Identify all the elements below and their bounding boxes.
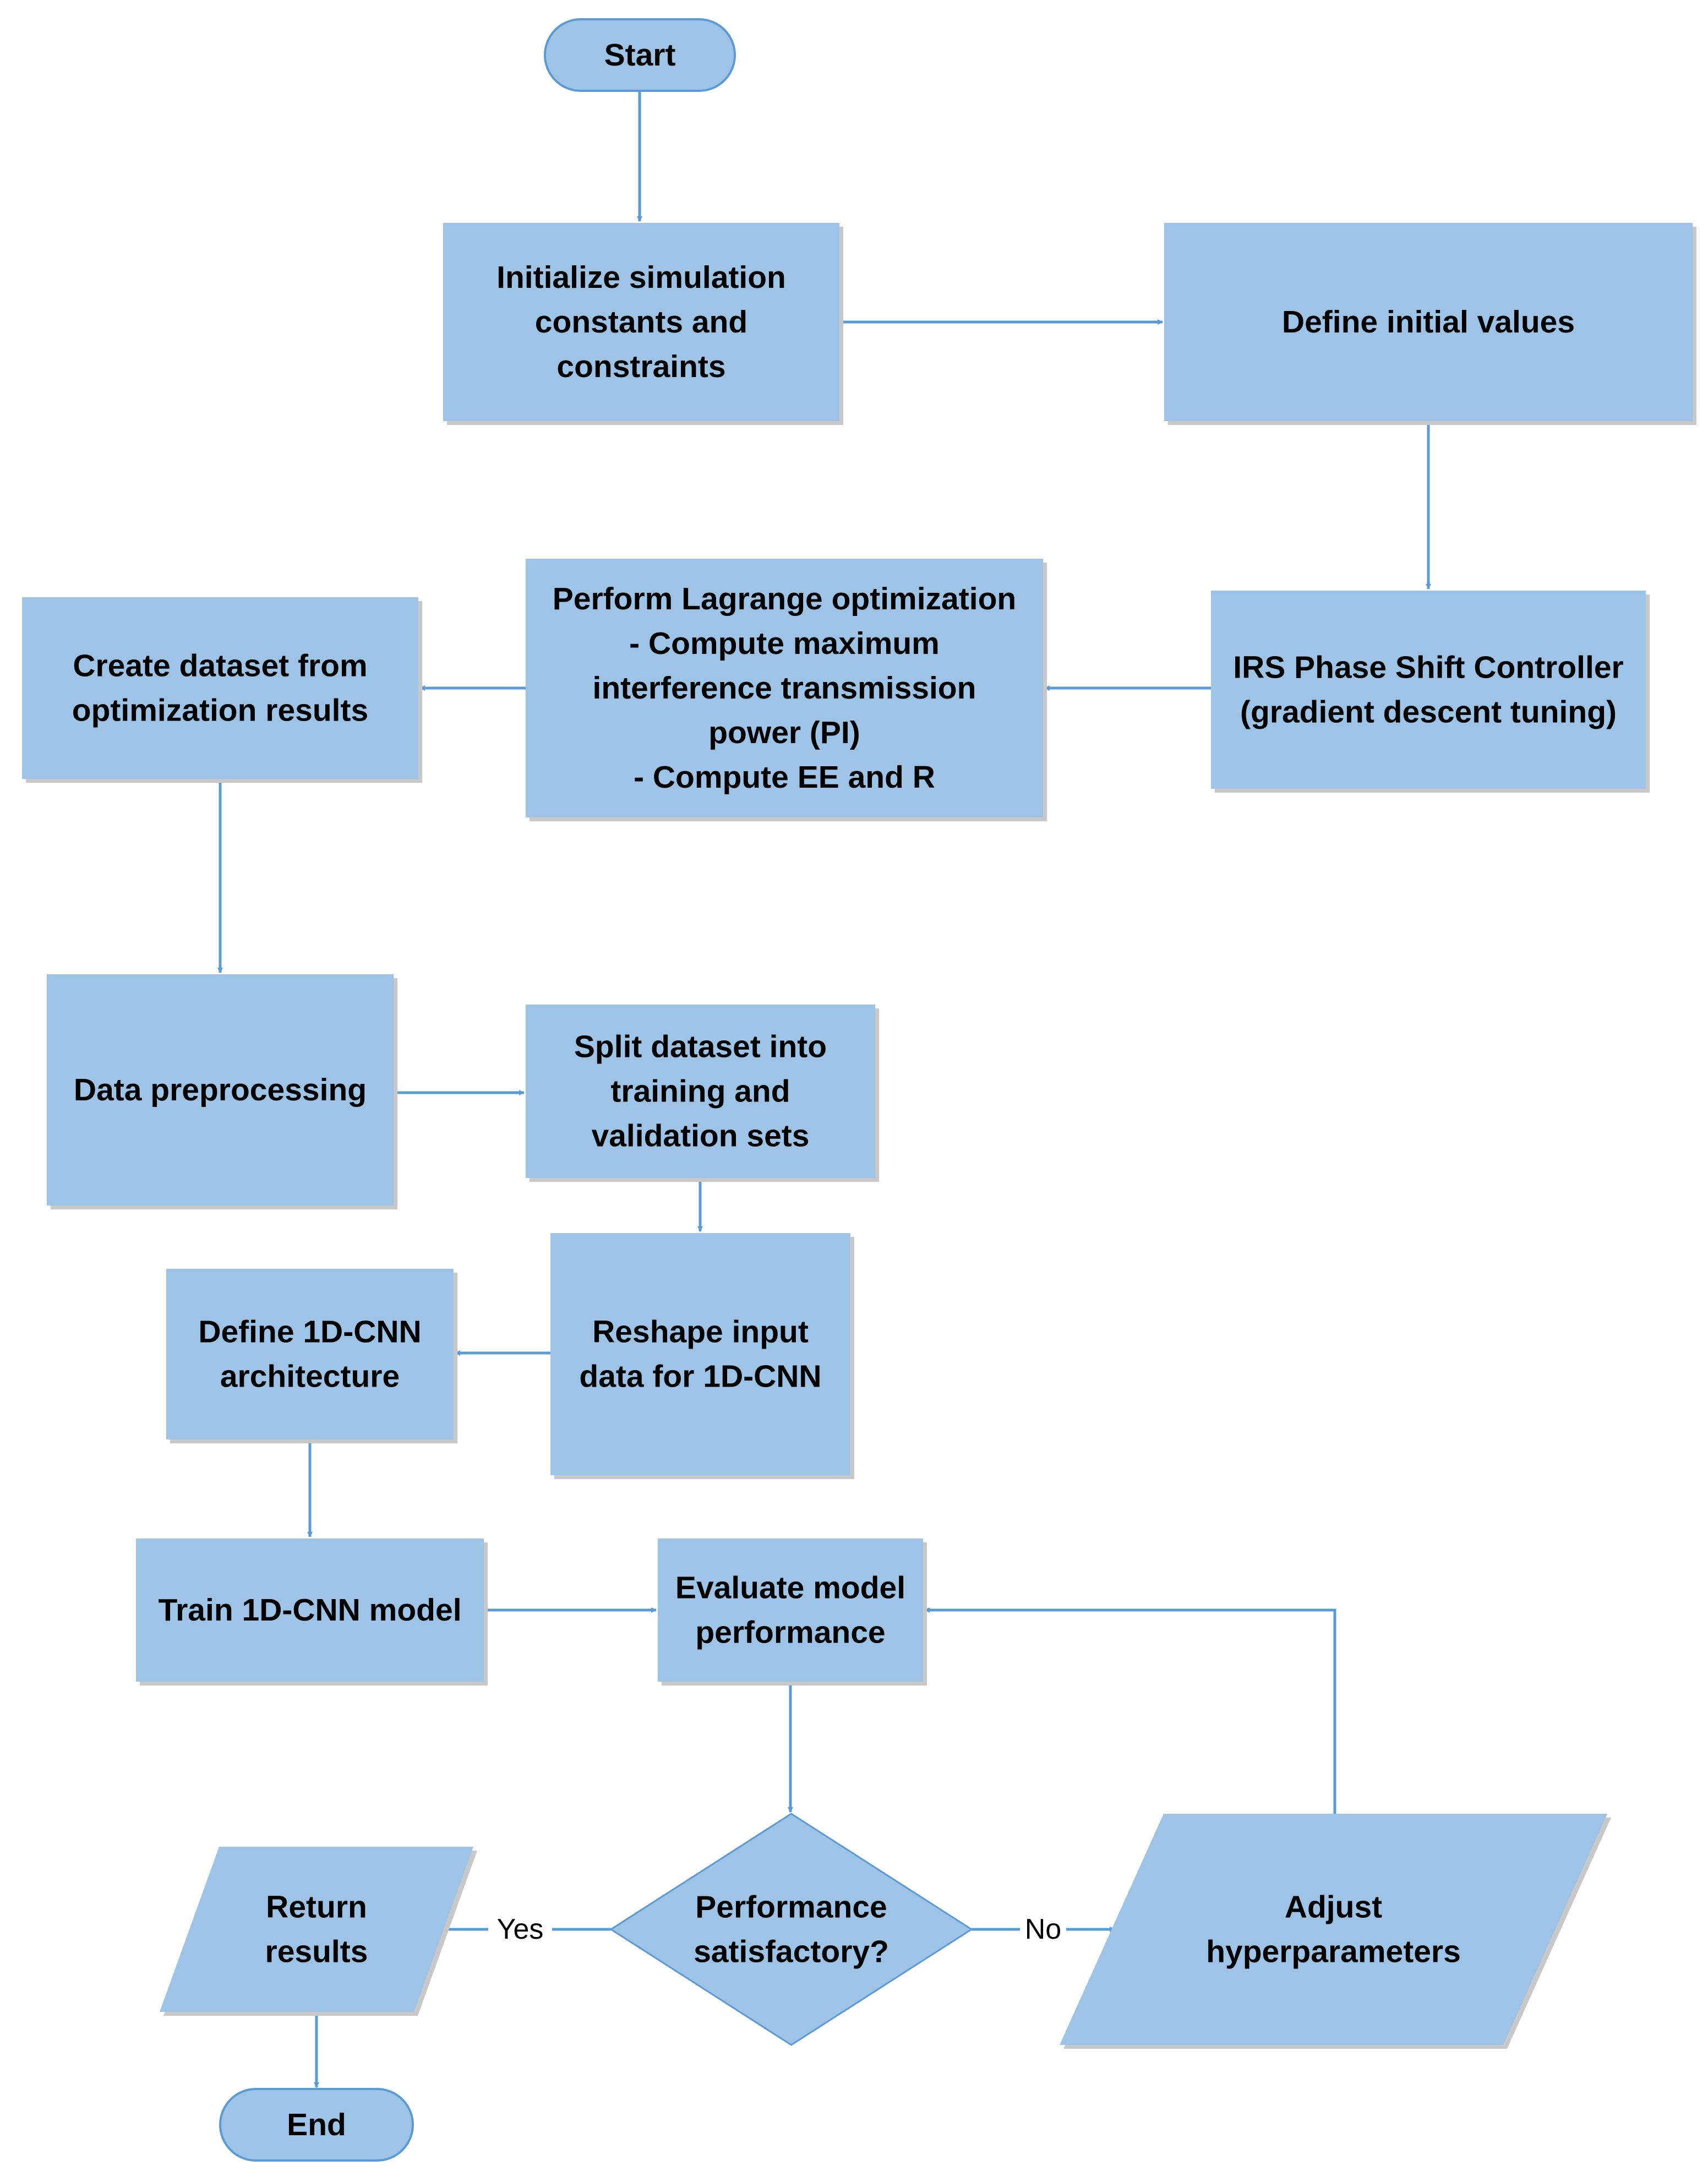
node-shape bbox=[1211, 591, 1646, 789]
node-label: optimization results bbox=[72, 693, 368, 728]
node-label: performance bbox=[695, 1615, 885, 1650]
edge-labels-layer: Yes No bbox=[488, 1911, 1066, 1948]
node-label: results bbox=[265, 1934, 368, 1970]
node-label: IRS Phase Shift Controller bbox=[1233, 650, 1623, 685]
node-label: Perform Lagrange optimization bbox=[553, 581, 1016, 617]
node-irs: IRS Phase Shift Controller (gradient desc… bbox=[1211, 591, 1650, 793]
node-train: Train 1D-CNN model bbox=[136, 1539, 488, 1685]
node-define-cnn: Define 1D-CNN architecture bbox=[166, 1269, 457, 1443]
node-label: Initialize simulation bbox=[496, 260, 786, 295]
node-label: Train 1D-CNN model bbox=[158, 1592, 461, 1628]
node-label: training and bbox=[610, 1074, 790, 1109]
node-return: Return results bbox=[160, 1847, 477, 2016]
node-evaluate: Evaluate model performance bbox=[658, 1539, 927, 1685]
edge-label-bg bbox=[488, 1911, 552, 1948]
node-shape bbox=[47, 974, 394, 1205]
node-label: Adjust bbox=[1285, 1890, 1382, 1925]
edge-label-yes: Yes bbox=[497, 1913, 544, 1945]
node-label: Define initial values bbox=[1282, 304, 1575, 340]
node-shape bbox=[544, 18, 736, 92]
node-label: - Compute maximum bbox=[629, 626, 940, 661]
node-label: End bbox=[287, 2107, 346, 2142]
node-label: Return bbox=[266, 1890, 367, 1925]
node-shape bbox=[658, 1539, 923, 1682]
node-label: architecture bbox=[220, 1359, 400, 1394]
edge-label-no: No bbox=[1025, 1913, 1061, 1945]
node-create-dataset: Create dataset from optimization results bbox=[22, 597, 422, 783]
node-label: constraints bbox=[556, 349, 725, 384]
node-shape bbox=[609, 1813, 973, 2046]
node-shape bbox=[526, 1005, 875, 1178]
node-shape bbox=[526, 559, 1043, 817]
node-adjust: Adjust hyperparameters bbox=[1060, 1814, 1611, 2049]
node-define-initial: Define initial values bbox=[1164, 223, 1696, 425]
node-label: Reshape input bbox=[592, 1314, 809, 1350]
node-label: satisfactory? bbox=[694, 1934, 889, 1970]
edge-adjust-to-evaluate bbox=[924, 1607, 1336, 1814]
node-reshape: Reshape input data for 1D-CNN bbox=[550, 1233, 854, 1479]
node-label: validation sets bbox=[592, 1119, 810, 1154]
node-label: interference transmission bbox=[593, 670, 976, 706]
edge-label-bg bbox=[1020, 1911, 1066, 1948]
node-label: - Compute EE and R bbox=[634, 760, 935, 795]
node-init: Initialize simulation constants and constr… bbox=[443, 223, 843, 425]
node-label: power (PI) bbox=[708, 715, 860, 750]
node-shape bbox=[22, 597, 418, 779]
node-label: Data preprocessing bbox=[74, 1072, 367, 1108]
node-shape bbox=[443, 223, 839, 421]
node-lagrange: Perform Lagrange optimization - Compute m… bbox=[526, 559, 1047, 821]
node-shape bbox=[136, 1539, 484, 1682]
node-label: constants and bbox=[535, 304, 747, 340]
node-label: Performance bbox=[695, 1890, 887, 1925]
node-shape bbox=[219, 2088, 414, 2162]
node-decision: Performance satisfactory? bbox=[609, 1813, 973, 2046]
node-label: data for 1D-CNN bbox=[579, 1359, 821, 1394]
node-start: Start bbox=[544, 18, 736, 92]
node-shape bbox=[550, 1233, 850, 1475]
node-end: End bbox=[219, 2088, 414, 2162]
node-label: Define 1D-CNN bbox=[198, 1314, 421, 1350]
node-label: hyperparameters bbox=[1206, 1934, 1461, 1970]
node-label: Evaluate model bbox=[675, 1570, 905, 1606]
node-shape bbox=[166, 1269, 454, 1439]
node-label: (gradient descent tuning) bbox=[1240, 695, 1617, 730]
node-label: Split dataset into bbox=[574, 1029, 827, 1065]
node-shape bbox=[1164, 223, 1693, 421]
node-shape bbox=[1060, 1814, 1607, 2045]
node-shape bbox=[160, 1847, 473, 2012]
node-preprocess: Data preprocessing bbox=[47, 974, 397, 1209]
node-split: Split dataset into training and validation… bbox=[526, 1005, 879, 1182]
node-label: Create dataset from bbox=[73, 648, 367, 684]
node-label: Start bbox=[604, 37, 676, 73]
